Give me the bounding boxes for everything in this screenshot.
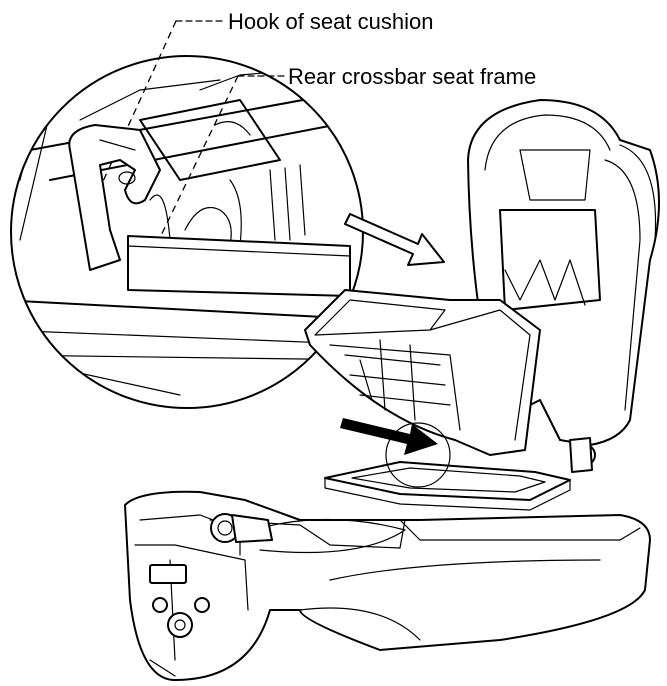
callout-crossbar: Rear crossbar seat frame <box>154 64 536 249</box>
arrow-hook-location <box>340 418 438 455</box>
footbath-basin <box>124 490 651 681</box>
seat-frame <box>324 422 571 511</box>
label-rear-crossbar-seat-frame: Rear crossbar seat frame <box>288 64 536 89</box>
arrow-insert-direction <box>344 213 445 266</box>
callout-hook: Hook of seat cushion <box>99 9 433 189</box>
detail-magnifier <box>10 55 364 409</box>
leader-line-crossbar <box>154 75 239 249</box>
leader-line-hook <box>99 20 177 189</box>
seat-cushion <box>304 289 541 456</box>
label-hook-of-seat-cushion: Hook of seat cushion <box>228 9 433 34</box>
